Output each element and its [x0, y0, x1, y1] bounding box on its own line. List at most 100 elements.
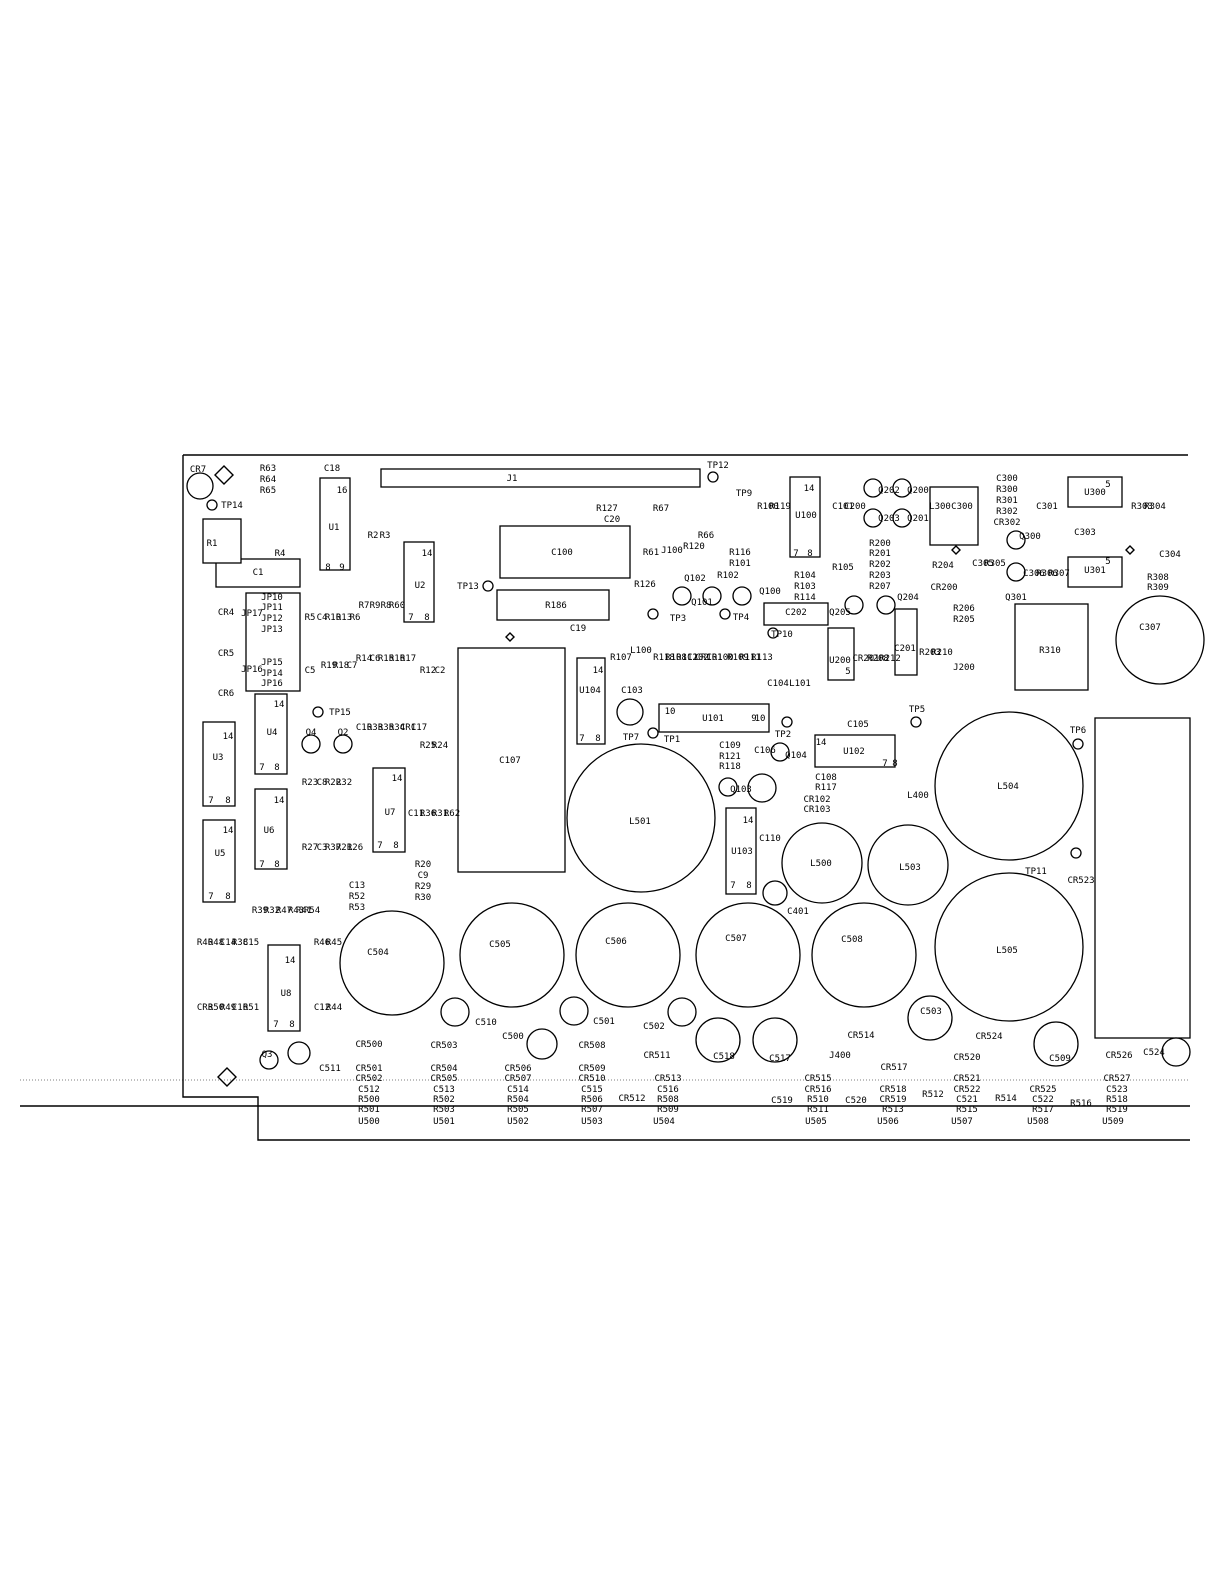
component-label: R203 — [919, 648, 941, 658]
component-label: R19 — [321, 661, 337, 671]
component-label: C10 — [356, 723, 372, 733]
component-label: R113 — [751, 653, 773, 663]
component-label: CR510 — [578, 1074, 605, 1084]
component-label: CR513 — [654, 1074, 681, 1084]
component-label: J1 — [507, 474, 518, 484]
component-label: C14 — [220, 938, 236, 948]
component-label: JP16 — [241, 665, 263, 675]
component-label: Q3 — [262, 1050, 273, 1060]
component-label: C301 — [1036, 502, 1058, 512]
component-label: R515 — [956, 1105, 978, 1115]
component-label: R300 — [996, 485, 1018, 495]
pin-number: 7 — [377, 841, 382, 851]
component-label: R35 — [378, 723, 394, 733]
pin-number: 8 — [225, 796, 230, 806]
component-label: CR524 — [975, 1032, 1002, 1042]
component-label: R201 — [869, 549, 891, 559]
component-label: R503 — [433, 1105, 455, 1115]
pin-number: 7 — [730, 881, 735, 891]
component-label: R501 — [358, 1105, 380, 1115]
component-label: R126 — [634, 580, 656, 590]
component-label: U505 — [805, 1117, 827, 1127]
component-label: R16 — [389, 654, 405, 664]
component-label: JP14 — [261, 669, 283, 679]
component-label: CR514 — [847, 1031, 874, 1041]
component-label: TP1 — [664, 735, 680, 745]
pin-number: 8 — [595, 734, 600, 744]
component-label: JP15 — [261, 658, 283, 668]
component-label: U500 — [358, 1117, 380, 1127]
component-label: CR509 — [578, 1064, 605, 1074]
component-label: R67 — [653, 504, 669, 514]
component-label: CR5 — [218, 649, 234, 659]
component-label: R45 — [326, 938, 342, 948]
component-label: C110 — [759, 834, 781, 844]
component-label: R506 — [581, 1095, 603, 1105]
component-label: Q200 — [907, 486, 929, 496]
pin-number: 7 — [579, 734, 584, 744]
component-label: R512 — [922, 1090, 944, 1100]
component-label: R2 — [368, 531, 379, 541]
component-label: R513 — [882, 1105, 904, 1115]
component-label: C519 — [771, 1096, 793, 1106]
component-label: CR6 — [218, 689, 234, 699]
component-label: CR512 — [618, 1094, 645, 1104]
component-label: U503 — [581, 1117, 603, 1127]
component-label: R41 — [296, 906, 312, 916]
component-label: CR201 — [852, 654, 879, 664]
component-label: TP14 — [221, 501, 243, 511]
component-label: R203 — [869, 571, 891, 581]
component-label: R510 — [807, 1095, 829, 1105]
transistors-testpoints — [206, 471, 1084, 1070]
component-label: C100 — [551, 548, 573, 558]
pin-number: 8 — [746, 881, 751, 891]
pin-number: 14 — [274, 700, 285, 710]
component-label: R205 — [953, 615, 975, 625]
component-label: C300 — [951, 502, 973, 512]
component-label: L300 — [929, 502, 951, 512]
component-label: C106 — [754, 746, 776, 756]
component-label: R206 — [953, 604, 975, 614]
component-label: R65 — [260, 486, 276, 496]
component-label: R514 — [995, 1094, 1017, 1104]
component-label: C303 — [1074, 528, 1096, 538]
component-label: C103 — [621, 686, 643, 696]
component-label: JP10 — [261, 593, 283, 603]
component-label: R6 — [350, 613, 361, 623]
component-label: CR500 — [355, 1040, 382, 1050]
component-label: R52 — [349, 892, 365, 902]
component-label: C511 — [319, 1064, 341, 1074]
component-label: CR517 — [880, 1063, 907, 1073]
component-label: R47 — [276, 906, 292, 916]
component-label: C18 — [324, 464, 340, 474]
pin-number: 7 — [259, 860, 264, 870]
component-label: R120 — [683, 542, 705, 552]
component-label: R302 — [996, 507, 1018, 517]
component-label: CR503 — [430, 1041, 457, 1051]
component-label: R3 — [380, 531, 391, 541]
component-label: C2 — [435, 666, 446, 676]
component-label: R50 — [208, 1003, 224, 1013]
component-label: CR501 — [355, 1064, 382, 1074]
component-label: R46 — [314, 938, 330, 948]
component-label: R307 — [1048, 569, 1070, 579]
component-label: R508 — [657, 1095, 679, 1105]
component-label: CR7 — [190, 465, 206, 475]
component-label: CR100 — [706, 653, 733, 663]
component-label: R108 — [665, 653, 687, 663]
component-label: CR103 — [803, 805, 830, 815]
component-label: C502 — [643, 1022, 665, 1032]
component-label: R118 — [653, 653, 675, 663]
component-label: R208 — [867, 654, 889, 664]
pin-number: 8 — [807, 549, 812, 559]
pin-number: 14 — [285, 956, 296, 966]
component-label: L100 — [630, 646, 652, 656]
pin-number: 14 — [816, 738, 827, 748]
component-label: C17 — [411, 723, 427, 733]
pin-number: 14 — [392, 774, 403, 784]
component-label: C521 — [956, 1095, 978, 1105]
component-label: CR525 — [1029, 1085, 1056, 1095]
component-label: CR518 — [879, 1085, 906, 1095]
component-label: R34 — [389, 723, 405, 733]
